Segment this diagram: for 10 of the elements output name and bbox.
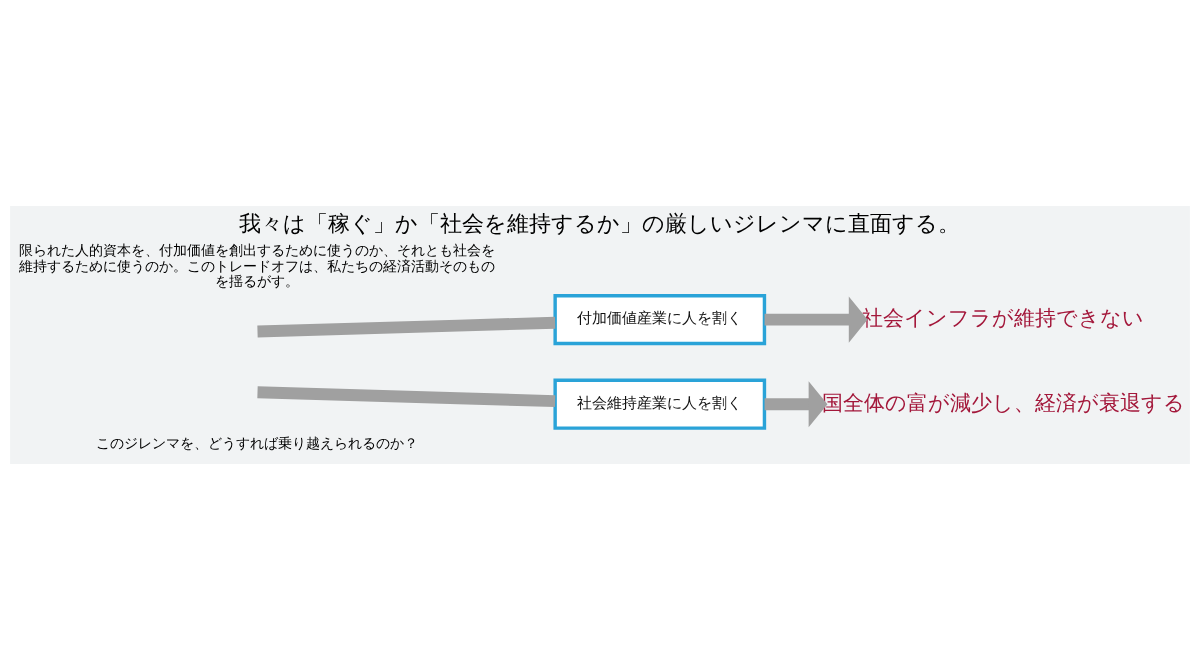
node-box: 社会維持産業に人を割く [553,378,767,430]
arrow [764,296,868,343]
node-box: 付加価値産業に人を割く [553,294,767,346]
diagram-title: 我々は「稼ぐ」か「社会を維持するか」の厳しいジレンマに直面する。 [239,209,961,236]
label: 限られた人的資本を、付加価値を創出するために使うのか、それとも社会を維持するために使うのか。このトレードオフは、私たちの経済活動そのものを揺るがす。 [18,242,495,290]
arrow [764,381,828,428]
node-text: 国全体の富が減少し、経済が衰退する [821,390,1185,415]
label: このジレンマを、どうすれば乗り越えられるのか？ [95,435,418,452]
connector [257,386,556,408]
connector [257,316,556,338]
